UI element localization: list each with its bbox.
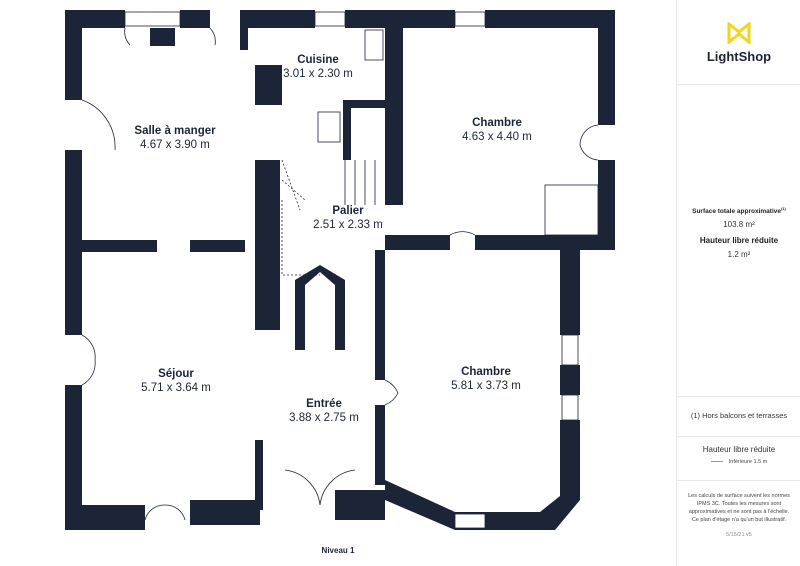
room-salle-a-manger: Salle à manger 4.67 x 3.90 m (134, 125, 215, 151)
logo-section: LightShop (677, 0, 800, 85)
legend-line-icon (710, 461, 723, 463)
disclaimer: IPMS 3C. Toutes les mesures sont approxi… (688, 501, 790, 523)
legend-section: Hauteur libre réduite Inférieure 1.5 m (677, 436, 800, 481)
surface-section: Surface totale approximative(1) 103.8 m²… (677, 84, 800, 397)
plan-code: 5/15/21 v5 (726, 532, 752, 538)
room-name: Cuisine (297, 54, 339, 66)
room-palier: Palier 2.51 x 2.33 m (313, 205, 383, 231)
room-chambre-2: Chambre 5.81 x 3.73 m (451, 366, 521, 392)
surface-label: Surface totale approximative(1) (692, 206, 786, 216)
surface-value: 103.8 m² (723, 220, 755, 230)
room-dimensions: 5.71 x 3.64 m (141, 382, 211, 394)
height-value: 1.2 m² (727, 250, 751, 260)
level-label: Niveau 1 (321, 546, 355, 555)
doors-and-fixtures (81, 27, 599, 521)
room-dimensions: 4.67 x 3.90 m (140, 139, 210, 151)
room-dimensions: 5.81 x 3.73 m (451, 380, 521, 392)
room-name: Séjour (158, 368, 194, 380)
lightshop-logo-icon (727, 20, 751, 46)
legend-title: Hauteur libre réduite (702, 445, 776, 454)
room-name: Chambre (472, 117, 522, 129)
footnote-section: (1) Hors balcons et terrasses (677, 396, 800, 437)
windows (124, 11, 579, 529)
room-name: Palier (332, 205, 364, 217)
room-dimensions: 2.51 x 2.33 m (313, 219, 383, 231)
room-name: Salle à manger (134, 125, 216, 137)
height-label: Hauteur libre réduite (699, 236, 779, 246)
footnote: (1) Hors balcons et terrasses (690, 411, 788, 420)
room-cuisine: Cuisine 3.01 x 2.30 m (283, 54, 353, 80)
room-name: Chambre (461, 366, 511, 378)
floor-plan (65, 10, 615, 530)
disclaimer-section: Les calculs de surface suivent les norme… (677, 480, 800, 560)
info-panel: LightShop Surface totale approximative(1… (676, 0, 800, 566)
room-dimensions: 3.01 x 2.30 m (283, 68, 353, 80)
room-dimensions: 4.63 x 4.40 m (462, 131, 532, 143)
room-dimensions: 3.88 x 2.75 m (289, 412, 359, 424)
room-name: Entrée (306, 398, 342, 410)
room-sejour: Séjour 5.71 x 3.64 m (141, 368, 211, 394)
room-chambre-1: Chambre 4.63 x 4.40 m (462, 117, 532, 143)
disclaimer-line1: Les calculs de surface suivent les norme… (688, 493, 790, 499)
room-entree: Entrée 3.88 x 2.75 m (289, 398, 359, 424)
brand-name: LightShop (706, 49, 772, 64)
legend-item: Inférieure 1.5 m (677, 459, 800, 465)
walls (65, 10, 615, 530)
